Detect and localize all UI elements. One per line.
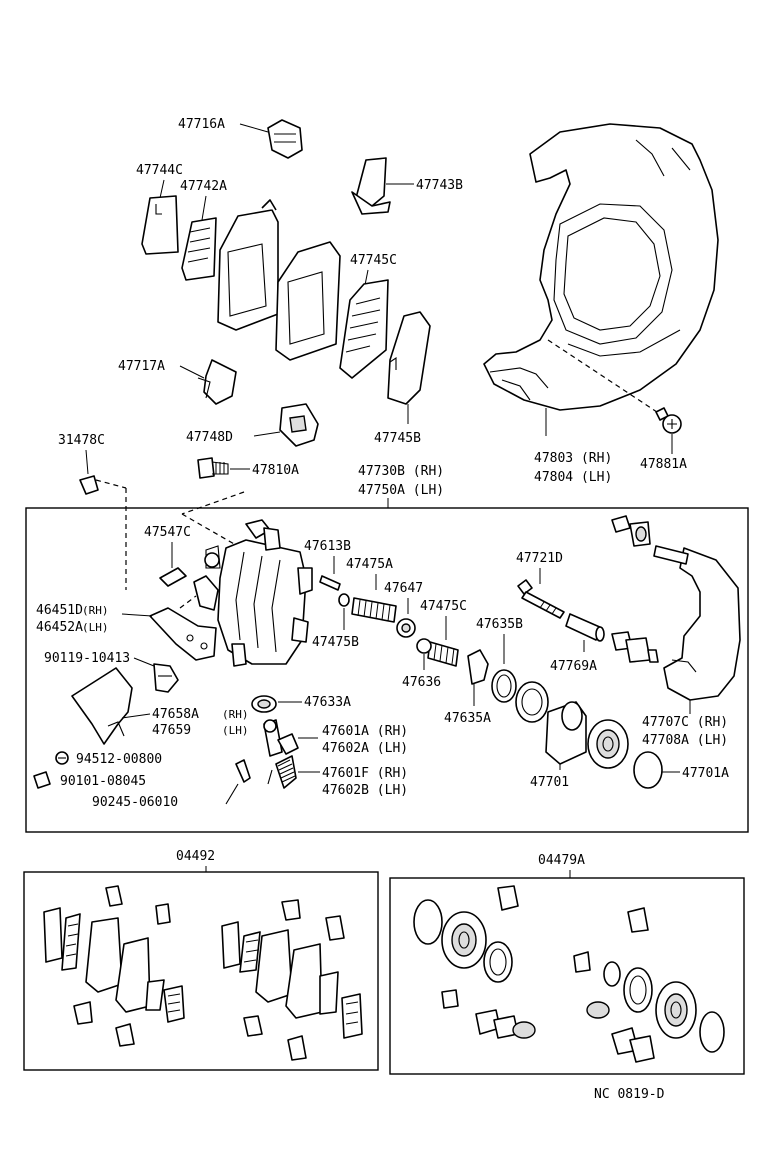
label-47804: 47804 (LH) bbox=[534, 470, 612, 485]
label-04479a: 04479A bbox=[538, 853, 585, 868]
bolt-47810a bbox=[197, 457, 250, 479]
washer-94512 bbox=[55, 751, 69, 765]
label-47601f: 47601F (RH) bbox=[322, 766, 408, 781]
bolt-90101 bbox=[33, 771, 51, 789]
label-47743b: 47743B bbox=[416, 178, 463, 193]
spring-47475c bbox=[427, 641, 459, 667]
label-47475c: 47475C bbox=[420, 599, 467, 614]
label-04492: 04492 bbox=[176, 849, 215, 864]
label-47613b: 47613B bbox=[304, 539, 351, 554]
anti-squeal-shim-47742a bbox=[181, 217, 217, 281]
seal-kit-04479a-box bbox=[389, 877, 745, 1075]
label-47708a: 47708A (LH) bbox=[642, 733, 728, 748]
bolt-47881a bbox=[655, 407, 682, 454]
label-46452a: 46452A bbox=[36, 620, 83, 635]
label-47635b: 47635B bbox=[476, 617, 523, 632]
guide-pin-47601a bbox=[263, 719, 318, 757]
label-90245: 90245-06010 bbox=[92, 795, 178, 810]
seal-kit-04479a-right-group bbox=[573, 907, 725, 1063]
label-47707c: 47707C (RH) bbox=[642, 715, 728, 730]
clip-47716a bbox=[239, 119, 303, 159]
anti-squeal-shim-47745c bbox=[339, 279, 389, 379]
label-47717a: 47717A bbox=[118, 359, 165, 374]
pad-kit-04492-box bbox=[23, 871, 379, 1071]
pad-kit-04492-left-group bbox=[43, 885, 185, 1047]
ring-47636 bbox=[416, 638, 432, 670]
label-47658a: 47658A bbox=[152, 707, 199, 722]
label-47547c: 47547C bbox=[144, 525, 191, 540]
shim-47745b bbox=[387, 311, 431, 424]
label-47742a: 47742A bbox=[180, 179, 227, 194]
bushing-47769a bbox=[565, 613, 605, 652]
clip-90245 bbox=[225, 759, 251, 805]
bolt-47721d bbox=[517, 579, 565, 619]
label-47745b: 47745B bbox=[374, 431, 421, 446]
pad-kit-04492-right-group bbox=[221, 899, 363, 1061]
label-47803: 47803 (RH) bbox=[534, 451, 612, 466]
label-47810a: 47810A bbox=[252, 463, 299, 478]
label-47730b: 47730B (RH) bbox=[358, 464, 444, 479]
piston-47701 bbox=[545, 701, 587, 770]
clip-47743b bbox=[351, 157, 414, 215]
label-47659-side: (LH) bbox=[222, 724, 249, 737]
label-47601a: 47601A (RH) bbox=[322, 724, 408, 739]
guide-pin-47601f bbox=[267, 755, 320, 789]
label-47658a-side: (RH) bbox=[222, 708, 249, 721]
mounting-bracket-47707c bbox=[611, 515, 741, 714]
label-47745c: 47745C bbox=[350, 253, 397, 268]
bolt-90119 bbox=[153, 663, 179, 693]
label-46452a-side: (LH) bbox=[82, 621, 109, 634]
seal-47633a bbox=[251, 695, 302, 713]
label-47647: 47647 bbox=[384, 581, 423, 596]
label-31478c: 31478C bbox=[58, 433, 105, 448]
label-47716a: 47716A bbox=[178, 117, 225, 132]
label-90119: 90119-10413 bbox=[44, 651, 130, 666]
label-47475b: 47475B bbox=[312, 635, 359, 650]
label-47744c: 47744C bbox=[136, 163, 183, 178]
clip-47748d bbox=[253, 403, 319, 447]
label-47701a: 47701A bbox=[682, 766, 729, 781]
seal-kit-04479a-left-group bbox=[413, 885, 536, 1039]
label-94512: 94512-00800 bbox=[76, 752, 162, 767]
spring-47475a bbox=[351, 597, 397, 623]
bleeder-plug-47547c bbox=[159, 567, 187, 587]
label-47881a: 47881A bbox=[640, 457, 687, 472]
label-47602a: 47602A (LH) bbox=[322, 741, 408, 756]
anti-squeal-shim-47658a bbox=[71, 667, 133, 745]
diagram-code: NC 0819-D bbox=[594, 1087, 665, 1102]
label-47769a: 47769A bbox=[550, 659, 597, 674]
label-47635a: 47635A bbox=[444, 711, 491, 726]
ring-47635b bbox=[491, 669, 517, 703]
label-90101: 90101-08045 bbox=[60, 774, 146, 789]
label-46451d: 46451D bbox=[36, 603, 83, 618]
label-47721d: 47721D bbox=[516, 551, 563, 566]
boot-47635a bbox=[467, 649, 489, 706]
pin-47613b bbox=[319, 575, 341, 591]
label-47659: 47659 bbox=[152, 723, 191, 738]
brake-pad-outer bbox=[217, 199, 279, 331]
cap-31478c bbox=[79, 475, 99, 495]
seal-47701 bbox=[515, 681, 549, 723]
label-47475a: 47475A bbox=[346, 557, 393, 572]
boot-47701a bbox=[587, 719, 680, 789]
caliper-assembly-box bbox=[25, 507, 749, 833]
brake-pad-inner bbox=[275, 241, 341, 361]
caliper-cylinder-47730b bbox=[204, 519, 313, 667]
wear-indicator-47647 bbox=[396, 618, 416, 638]
dust-cover-47803 bbox=[483, 123, 719, 411]
spring-47475b bbox=[338, 593, 350, 630]
label-46451d-side: (RH) bbox=[82, 604, 109, 617]
label-47750a: 47750A (LH) bbox=[358, 483, 444, 498]
label-47633a: 47633A bbox=[304, 695, 351, 710]
clip-47717a bbox=[197, 359, 237, 405]
label-47748d: 47748D bbox=[186, 430, 233, 445]
label-47636: 47636 bbox=[402, 675, 441, 690]
label-47701: 47701 bbox=[530, 775, 569, 790]
pad-clip-46451d bbox=[149, 575, 219, 661]
label-47602b: 47602B (LH) bbox=[322, 783, 408, 798]
anti-squeal-shim-47744c bbox=[141, 195, 179, 255]
